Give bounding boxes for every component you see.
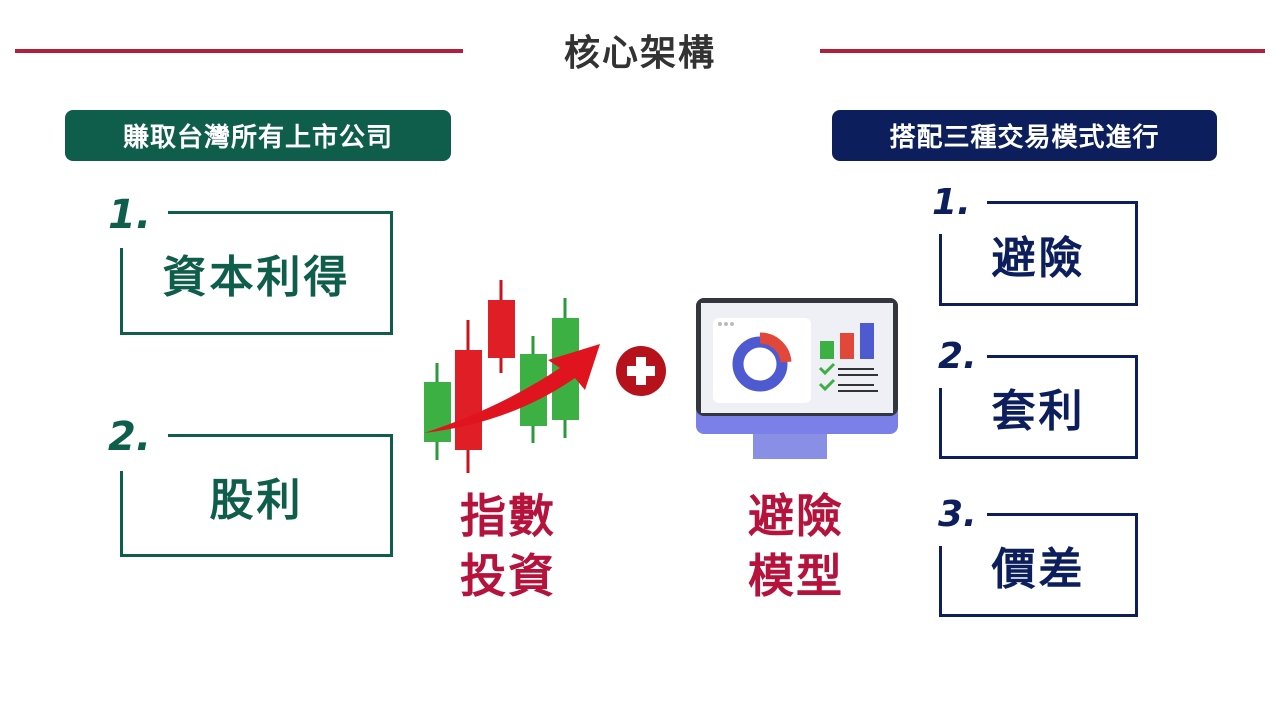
hedge-model-label: 避險 模型 — [728, 486, 864, 606]
hedge-label-line-1: 避險 — [748, 489, 844, 543]
index-investment-label: 指數 投資 — [440, 486, 576, 606]
left-item-2-number: 2. — [108, 414, 152, 460]
right-item-1-number: 1. — [932, 182, 971, 223]
index-label-line-2: 投資 — [460, 549, 556, 603]
right-item-2-label: 套利 — [991, 386, 1086, 437]
plus-icon — [616, 346, 666, 396]
left-header: 賺取台灣所有上市公司 — [65, 110, 451, 161]
right-item-3-number: 3. — [938, 494, 977, 535]
index-label-line-1: 指數 — [460, 489, 556, 543]
page-title: 核心架構 — [563, 33, 716, 74]
left-item-1: 資本利得 — [120, 211, 393, 335]
right-header: 搭配三種交易模式進行 — [832, 110, 1217, 161]
right-item-2: 套利 — [939, 355, 1138, 459]
right-item-1-label: 避險 — [991, 232, 1086, 284]
right-item-3-label: 價差 — [991, 544, 1086, 595]
right-item-3: 價差 — [939, 513, 1138, 617]
right-item-2-number: 2. — [938, 336, 977, 377]
left-item-1-number: 1. — [108, 192, 152, 238]
left-item-1-label: 資本利得 — [162, 252, 351, 303]
left-item-2: 股利 — [120, 434, 393, 557]
hedge-label-line-2: 模型 — [748, 549, 844, 603]
right-item-1: 避險 — [939, 201, 1138, 306]
title-rule-right — [820, 49, 1265, 53]
monitor-dashboard-icon — [696, 298, 898, 459]
candlestick-chart-icon — [424, 280, 600, 473]
left-item-2-label: 股利 — [209, 474, 304, 526]
title-rule-left — [15, 49, 463, 53]
